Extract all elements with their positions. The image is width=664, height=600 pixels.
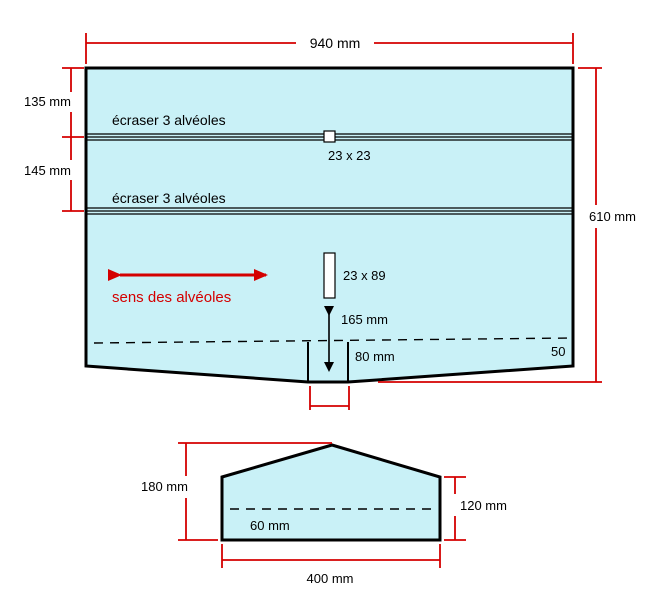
wing-height-label: 610 mm — [589, 209, 636, 224]
crush-label-1: écraser 3 alvéoles — [112, 112, 226, 128]
notch-dimension — [309, 386, 350, 410]
slot-label: 23 x 89 — [343, 268, 386, 283]
fin-width-label: 400 mm — [307, 571, 354, 586]
square-cutout — [323, 130, 336, 143]
fin-dashed-label: 60 mm — [250, 518, 290, 533]
fin-height-label: 180 mm — [141, 479, 188, 494]
fin-height-dimension — [178, 442, 332, 541]
fin-side-height-dimension — [444, 476, 466, 541]
crush-line-2 — [86, 207, 573, 215]
offset-1-label: 135 mm — [24, 94, 71, 109]
slot-cutout — [323, 252, 336, 299]
wing-panel: écraser 3 alvéoles écraser 3 alvéoles 23… — [84, 66, 575, 410]
fin-panel: 60 mm — [220, 443, 442, 542]
center-notch — [307, 342, 349, 382]
offset-2-label: 145 mm — [24, 163, 71, 178]
square-cutout-label: 23 x 23 — [328, 148, 371, 163]
slot-distance-label: 165 mm — [341, 312, 388, 327]
notch-label: 80 mm — [355, 349, 395, 364]
wing-width-label: 940 mm — [310, 35, 361, 51]
fin-outline — [220, 443, 442, 542]
fin-side-height-label: 120 mm — [460, 498, 507, 513]
corner-label: 50 — [551, 344, 565, 359]
wing-width-dimension — [85, 33, 574, 64]
direction-label: sens des alvéoles — [112, 289, 231, 306]
wing-height-dimension — [378, 67, 602, 383]
crush-label-2: écraser 3 alvéoles — [112, 190, 226, 206]
fin-width-dimension — [221, 544, 441, 568]
left-offset-dimension — [62, 67, 84, 212]
